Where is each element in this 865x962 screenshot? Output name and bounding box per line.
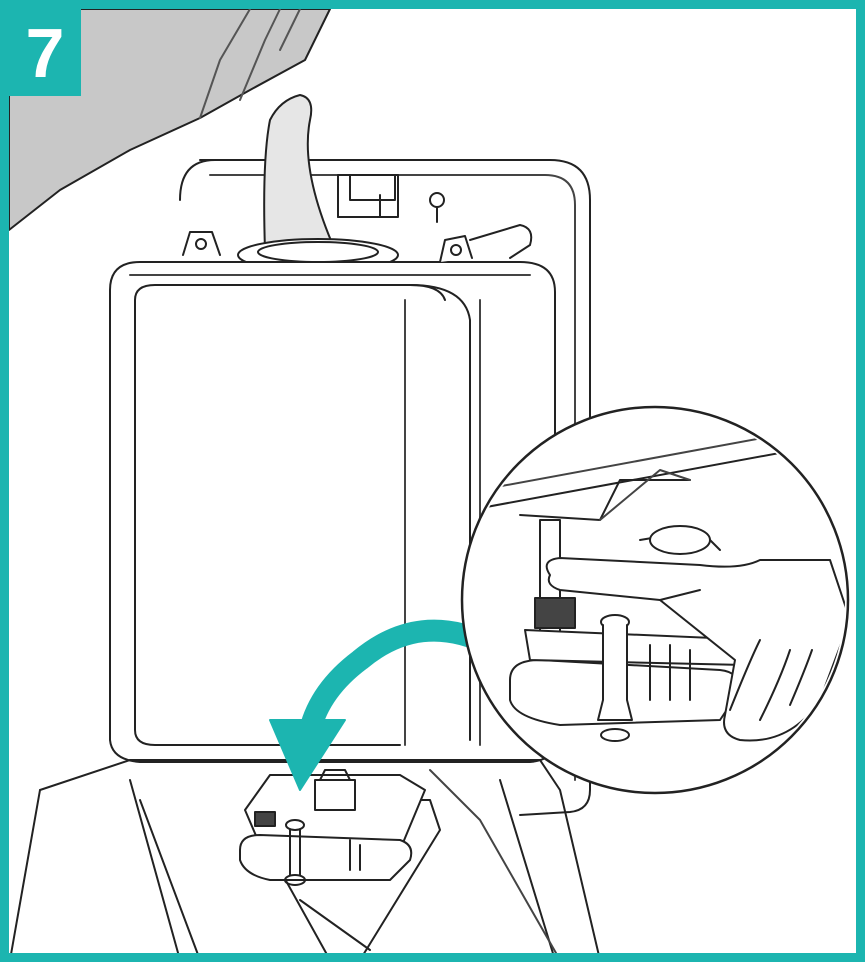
rotate-arrow-icon [269, 619, 495, 791]
gloved-hand-icon [8, 8, 331, 231]
step-badge: 7 [9, 9, 81, 96]
step-number: 7 [25, 13, 65, 92]
zoom-detail-icon [460, 405, 850, 795]
wall-bracket [179, 159, 591, 816]
pump-mechanism [239, 769, 426, 886]
drip-tray [9, 759, 601, 961]
